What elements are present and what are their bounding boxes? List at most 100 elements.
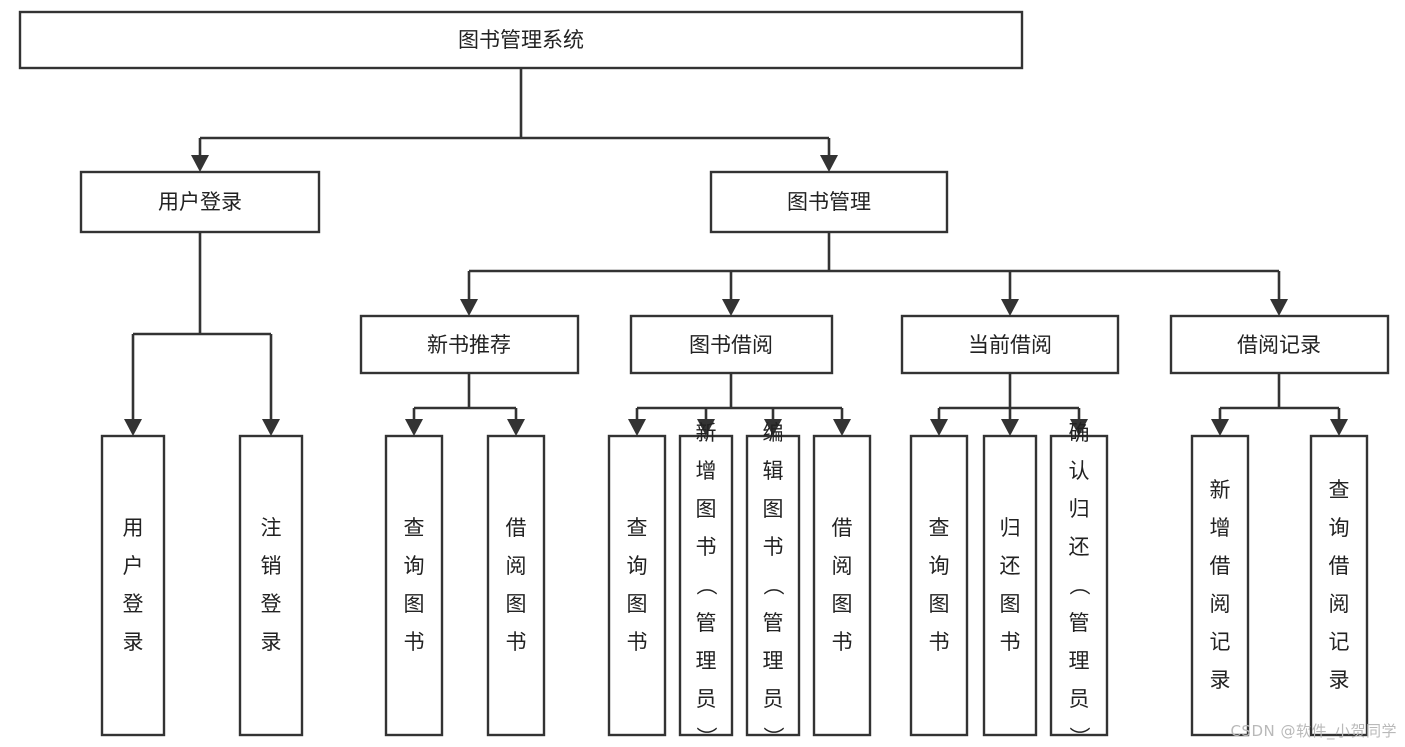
arrowhead-leaf-logout bbox=[262, 419, 280, 436]
svg-text:录: 录 bbox=[1210, 668, 1231, 692]
connector-group-book-borrow bbox=[628, 373, 851, 436]
node-current-borrow-box[interactable] bbox=[900, 314, 1120, 375]
node-leaf-logout-box[interactable] bbox=[238, 434, 304, 737]
svg-text:户: 户 bbox=[123, 554, 144, 578]
node-user-login[interactable]: 用户登录 bbox=[79, 170, 321, 234]
svg-text:书: 书 bbox=[1000, 630, 1021, 654]
node-borrow-record-box[interactable] bbox=[1169, 314, 1390, 375]
node-leaf-query-record-box[interactable] bbox=[1309, 434, 1369, 737]
node-leaf-edit-book-box[interactable] bbox=[745, 434, 801, 737]
svg-text:登: 登 bbox=[123, 592, 144, 616]
arrowhead-leaf-borrow-book-2 bbox=[833, 419, 851, 436]
svg-text:查: 查 bbox=[1329, 478, 1350, 502]
node-new-book-rec-box[interactable] bbox=[359, 314, 580, 375]
node-leaf-return-book-box[interactable] bbox=[982, 434, 1038, 737]
svg-text:阅: 阅 bbox=[1210, 592, 1231, 616]
connector-group-user-login bbox=[124, 232, 280, 436]
svg-text:书: 书 bbox=[763, 535, 784, 559]
arrowhead-leaf-add-record bbox=[1211, 419, 1229, 436]
node-leaf-user-login[interactable]: 用户登录 bbox=[100, 434, 166, 737]
node-root-box[interactable] bbox=[18, 10, 1024, 70]
node-leaf-query-book-2-box[interactable] bbox=[607, 434, 667, 737]
node-borrow-record[interactable]: 借阅记录 bbox=[1169, 314, 1390, 375]
node-leaf-add-record-box[interactable] bbox=[1190, 434, 1250, 737]
svg-text:编: 编 bbox=[763, 421, 784, 445]
node-root-label: 图书管理系统 bbox=[458, 28, 584, 52]
node-user-login-label: 用户登录 bbox=[158, 190, 242, 214]
arrowhead-user-login bbox=[191, 155, 209, 172]
node-book-manage-box[interactable] bbox=[709, 170, 949, 234]
arrowhead-leaf-borrow-book-1 bbox=[507, 419, 525, 436]
connector-group-new-book-rec bbox=[405, 373, 525, 436]
node-root[interactable]: 图书管理系统 bbox=[18, 10, 1024, 70]
node-leaf-query-book-3-box[interactable] bbox=[909, 434, 969, 737]
node-book-borrow-label: 图书借阅 bbox=[689, 333, 773, 357]
svg-text:查: 查 bbox=[627, 516, 648, 540]
svg-text:图: 图 bbox=[1000, 592, 1021, 616]
connector-group-book-manage bbox=[460, 232, 1288, 316]
node-current-borrow[interactable]: 当前借阅 bbox=[900, 314, 1120, 375]
node-leaf-confirm-return-box[interactable] bbox=[1049, 434, 1109, 737]
svg-text:归: 归 bbox=[1000, 516, 1021, 540]
svg-text:归: 归 bbox=[1069, 497, 1090, 521]
node-book-borrow-box[interactable] bbox=[629, 314, 834, 375]
svg-text:查: 查 bbox=[404, 516, 425, 540]
svg-text:图: 图 bbox=[404, 592, 425, 616]
svg-text:查: 查 bbox=[929, 516, 950, 540]
svg-text:辑: 辑 bbox=[763, 459, 784, 483]
svg-text:书: 书 bbox=[506, 630, 527, 654]
svg-text:书: 书 bbox=[404, 630, 425, 654]
node-book-manage-label: 图书管理 bbox=[787, 190, 871, 214]
svg-text:图: 图 bbox=[627, 592, 648, 616]
svg-text:管: 管 bbox=[763, 611, 784, 635]
svg-text:记: 记 bbox=[1210, 630, 1231, 654]
svg-text:注: 注 bbox=[261, 516, 282, 540]
svg-text:确: 确 bbox=[1069, 421, 1090, 445]
svg-text:还: 还 bbox=[1069, 535, 1090, 559]
svg-text:（: （ bbox=[761, 575, 785, 596]
svg-text:借: 借 bbox=[1329, 554, 1350, 578]
arrowhead-leaf-query-book-1 bbox=[405, 419, 423, 436]
node-user-login-box[interactable] bbox=[79, 170, 321, 234]
arrowhead-book-borrow bbox=[722, 299, 740, 316]
node-leaf-query-book-1-box[interactable] bbox=[384, 434, 444, 737]
node-new-book-rec[interactable]: 新书推荐 bbox=[359, 314, 580, 375]
svg-text:（: （ bbox=[1067, 575, 1091, 596]
svg-text:阅: 阅 bbox=[1329, 592, 1350, 616]
node-leaf-borrow-book-2-box[interactable] bbox=[812, 434, 872, 737]
svg-text:认: 认 bbox=[1069, 459, 1090, 483]
node-leaf-user-login-box[interactable] bbox=[100, 434, 166, 737]
svg-text:）: ） bbox=[1067, 727, 1091, 747]
node-leaf-borrow-book-1-box[interactable] bbox=[486, 434, 546, 737]
svg-text:增: 增 bbox=[696, 459, 717, 483]
svg-text:询: 询 bbox=[404, 554, 425, 578]
arrowhead-new-book-rec bbox=[460, 299, 478, 316]
svg-text:图: 图 bbox=[929, 592, 950, 616]
node-book-borrow[interactable]: 图书借阅 bbox=[629, 314, 834, 375]
svg-text:录: 录 bbox=[1329, 668, 1350, 692]
svg-text:（: （ bbox=[694, 575, 718, 596]
svg-text:记: 记 bbox=[1329, 630, 1350, 654]
svg-text:新: 新 bbox=[1210, 478, 1231, 502]
node-book-manage[interactable]: 图书管理 bbox=[709, 170, 949, 234]
svg-text:新: 新 bbox=[696, 421, 717, 445]
svg-text:录: 录 bbox=[123, 630, 144, 654]
svg-text:图: 图 bbox=[506, 592, 527, 616]
node-leaf-add-book-box[interactable] bbox=[678, 434, 734, 737]
node-borrow-record-label: 借阅记录 bbox=[1237, 333, 1321, 357]
svg-text:）: ） bbox=[761, 727, 785, 747]
arrowhead-borrow-record bbox=[1270, 299, 1288, 316]
